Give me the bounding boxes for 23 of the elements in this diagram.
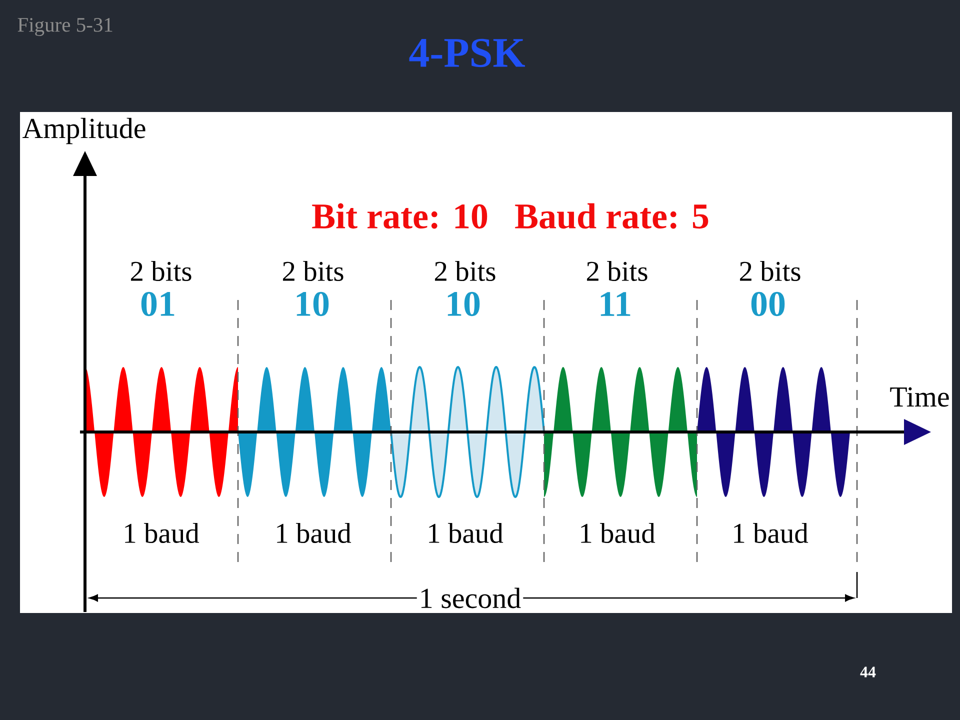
bit-count-label: 2 bits [587,260,648,282]
bit-count-label: 2 bits [434,260,496,282]
bit-count-label: 2 bits [130,260,192,282]
baud-label: 1 baud [277,522,352,544]
figure-number: Figure 5-31 [18,18,112,36]
bit-pair-label: 11 [600,292,630,316]
bit-pair-label: 10 [448,292,480,316]
rate-label: Baud rate: 5 [515,203,708,229]
axis-label: Time [890,387,949,407]
title: 4-PSK [409,38,525,68]
rate-label: Bit rate: 10 [312,203,488,229]
bit-pair-label: 00 [751,292,785,316]
bit-pair-label: 10 [296,292,329,316]
baud-label: 1 baud [734,522,808,544]
dimension-label: 1 second [416,586,524,610]
baud-label: 1 baud [125,522,200,544]
bit-count-label: 2 bits [282,260,344,282]
bit-pair-label: 01 [141,292,174,316]
baud-label: 1 baud [581,522,656,544]
bit-count-label: 2 bits [740,260,800,282]
page-number: 44 [860,666,876,678]
axis-label: Amplitude [22,118,146,144]
baud-label: 1 baud [429,522,504,544]
